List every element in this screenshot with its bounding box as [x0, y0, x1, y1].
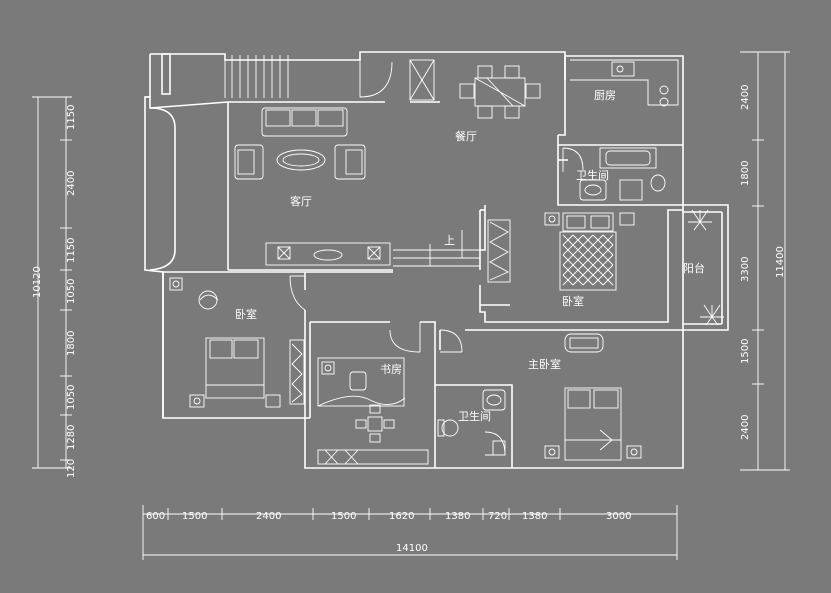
- dim-bottom-4: 1620: [389, 511, 414, 522]
- tv-cabinet: [265, 242, 391, 266]
- dim-bottom-5: 1380: [445, 511, 470, 522]
- corridor-stairs: [393, 230, 480, 267]
- bath-bottom-fixtures: [437, 389, 506, 456]
- master-bedroom-furniture: [439, 329, 642, 461]
- dim-left-7: 120: [66, 459, 77, 478]
- label-bath-bottom: 卫生间: [458, 409, 491, 423]
- left-dimension-labels: 1150 2400 1150 1050 1800 1050 1280 120 1…: [32, 105, 77, 478]
- dimension-lines: [32, 51, 790, 560]
- label-living: 客厅: [290, 194, 312, 208]
- bedroom-left-furniture: [169, 275, 306, 408]
- dim-left-1: 2400: [66, 171, 77, 196]
- dim-left-2: 1150: [66, 238, 77, 263]
- dim-right-0: 2400: [740, 85, 751, 110]
- dim-left-5: 1050: [66, 385, 77, 410]
- label-study: 书房: [380, 363, 402, 376]
- dim-right-total: 11400: [775, 246, 786, 278]
- label-kitchen: 厨房: [594, 89, 616, 102]
- dim-left-6: 1280: [66, 425, 77, 450]
- dim-bottom-2: 2400: [256, 511, 281, 522]
- dim-left-total: 10120: [32, 266, 43, 298]
- label-balcony: 阳台: [683, 261, 705, 275]
- dining-table: [409, 59, 541, 119]
- study-furniture: [317, 322, 429, 465]
- dim-right-1: 1800: [740, 161, 751, 186]
- dim-bottom-0: 600: [146, 511, 165, 522]
- dim-right-4: 2400: [740, 415, 751, 440]
- label-master-bedroom: 主卧室: [528, 357, 561, 371]
- dim-bottom-6: 720: [488, 511, 507, 522]
- dim-right-3: 1500: [740, 339, 751, 364]
- dim-left-4: 1800: [66, 331, 77, 356]
- label-bedroom-right: 卧室: [562, 294, 584, 308]
- label-bedroom-left: 卧室: [235, 307, 257, 321]
- dim-bottom-8: 3000: [606, 511, 631, 522]
- dim-bottom-1: 1500: [182, 511, 207, 522]
- sofa-set: [234, 107, 366, 180]
- bottom-dimension-labels: 600 1500 2400 1500 1620 1380 720 1380 30…: [146, 511, 631, 554]
- dim-left-3: 1050: [66, 279, 77, 304]
- label-dining: 餐厅: [455, 129, 477, 143]
- kitchen-counter: [570, 59, 679, 107]
- dim-left-0: 1150: [66, 105, 77, 130]
- right-dimension-labels: 2400 1800 3300 1500 2400 11400: [740, 85, 786, 440]
- stairwell-top: [224, 54, 393, 98]
- dim-right-2: 3300: [740, 257, 751, 282]
- label-stair-up: 上: [444, 234, 455, 247]
- dim-bottom-7: 1380: [522, 511, 547, 522]
- label-bath-top: 卫生间: [576, 168, 609, 182]
- dim-bottom-3: 1500: [331, 511, 356, 522]
- balcony-plants: [688, 209, 724, 326]
- room-labels: 客厅 餐厅 厨房 卫生间 卧室 阳台 卧室 书房 主卧室 卫生间 上: [235, 89, 705, 423]
- dim-bottom-total: 14100: [396, 543, 428, 554]
- bedroom-right-furniture: [487, 212, 635, 291]
- bath-top-fixtures: [562, 147, 666, 201]
